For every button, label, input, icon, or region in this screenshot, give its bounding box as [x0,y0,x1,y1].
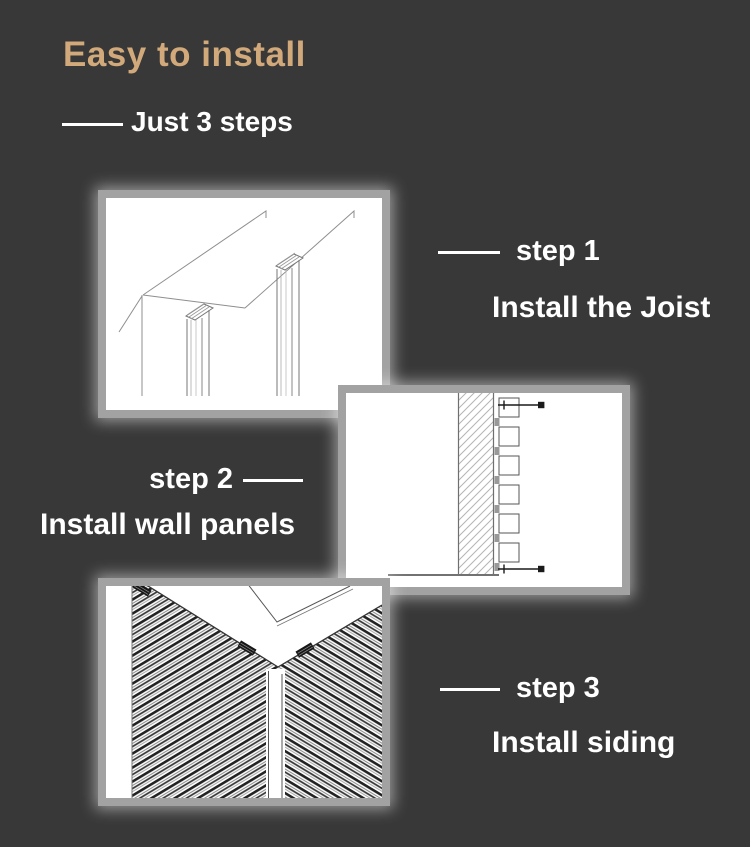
step3-label: step 3 [516,672,600,704]
siding-corner-diagram [106,586,382,798]
step1-label: step 1 [516,235,600,267]
subtitle: Just 3 steps [131,106,293,137]
step2-label: step 2 [149,463,233,495]
step1-dash-line [438,251,500,254]
joist-installation-diagram [106,198,382,410]
step1-image-frame [98,190,390,418]
step3-dash-line [440,688,500,691]
subtitle-dash-line [62,123,123,126]
step3-image-frame [98,578,390,806]
step3-description: Install siding [492,726,676,759]
wall-panel-cross-section-diagram [346,393,622,587]
step2-dash-line [243,479,303,482]
page-title: Easy to install [63,35,306,74]
step1-description: Install the Joist [492,291,711,324]
step2-description: Install wall panels [40,508,296,541]
step2-image-frame [338,385,630,595]
